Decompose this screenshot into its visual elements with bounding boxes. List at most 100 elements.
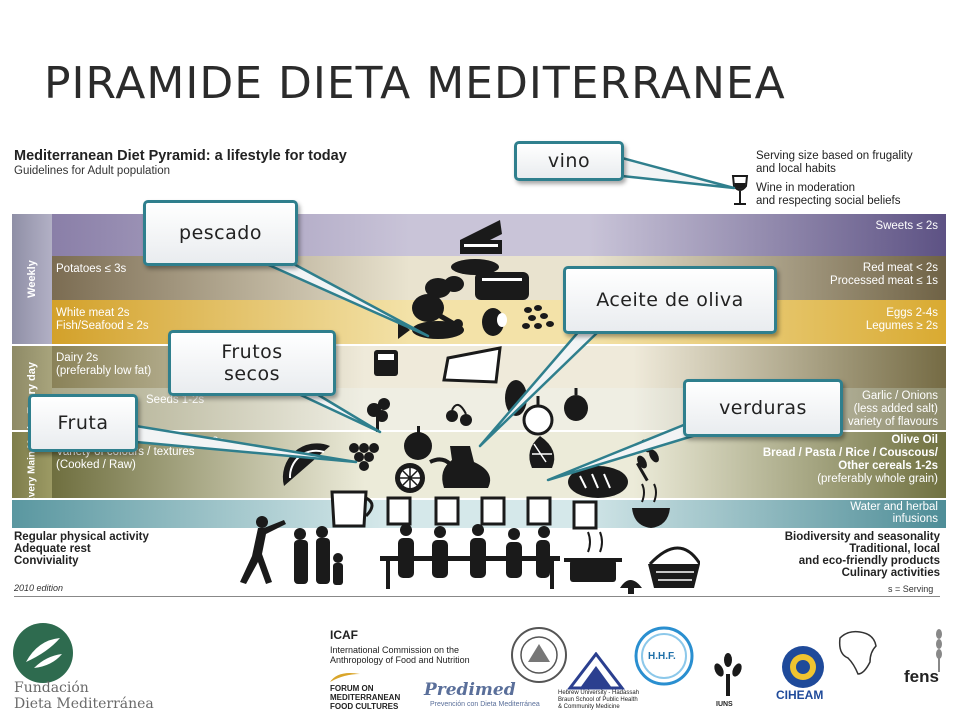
callout-aceite-text: Aceite de oliva (596, 289, 744, 311)
wine-note-line-2: and respecting social beliefs (756, 195, 901, 207)
lifestyle-illustration (240, 516, 700, 594)
africa-map-logo-icon (838, 630, 877, 675)
forum-line-3: FOOD CULTURES (330, 702, 399, 711)
callout-aceite-de-oliva: Aceite de oliva (563, 266, 777, 334)
frutos-pointer (288, 388, 382, 434)
garlic-label: Garlic / Onions (861, 390, 938, 402)
dairy-label: Dairy 2s (56, 352, 99, 364)
bread-label: Bread / Pasta / Rice / Couscous/ (762, 447, 938, 459)
band-water: Water and herbal infusions (12, 500, 946, 528)
cherries-icon (446, 403, 472, 426)
wine-note-line-1: Wine in moderation (756, 182, 856, 194)
forum-line-2: MEDITERRANEAN (330, 693, 401, 702)
vino-pointer (620, 156, 736, 190)
university-seal-icon (511, 627, 567, 683)
family-icon (294, 526, 343, 585)
hebrew-university-logo-icon (566, 652, 626, 690)
fish-label: Fish/Seafood ≥ 2s (56, 320, 149, 332)
callout-frutos-secos: Frutos secos (168, 330, 336, 396)
water-jug-icon (330, 490, 374, 528)
callout-verduras: verduras (683, 379, 843, 437)
icaf-line-2: Anthropology of Food and Nutrition (330, 655, 470, 665)
callout-verduras-text: verduras (719, 397, 807, 419)
lifestyle-left-item: Conviviality (14, 555, 79, 567)
poster-subtitle: Guidelines for Adult population (14, 165, 170, 177)
fundacion-name-2: Dieta Mediterránea (14, 696, 154, 712)
iuns-logo-text: IUNS (716, 701, 733, 708)
poster-title: Mediterranean Diet Pyramid: a lifestyle … (14, 148, 347, 164)
fundacion-name-1: Fundación (14, 680, 89, 696)
tea-cup-icon (632, 483, 670, 528)
callout-pescado: pescado (143, 200, 298, 266)
cake-icon (460, 220, 502, 254)
forum-line-1: FORUM ON (330, 684, 374, 693)
lifestyle-right-item: and eco-friendly products (798, 555, 940, 567)
lifestyle-right: Biodiversity and seasonality Traditional… (785, 531, 940, 579)
vegetables-cooked-label: (Cooked / Raw) (56, 459, 136, 471)
artichoke-icon (529, 436, 555, 468)
olive-oil-label: Olive Oil (891, 434, 938, 446)
serving-note-line-2: and local habits (756, 163, 836, 175)
yogurt-icon (374, 350, 398, 376)
callout-frutos-text-2: secos (223, 363, 281, 385)
grapes-icon (349, 443, 379, 471)
red-meat-label: Red meat < 2s (862, 262, 938, 274)
callout-fruta: Fruta (28, 394, 138, 452)
wine-glass-icon (731, 175, 749, 205)
callout-vino-text: vino (547, 150, 591, 172)
salt-note: (less added salt) (853, 403, 938, 415)
forum-logo-icon (330, 673, 360, 682)
garlic-icon (564, 388, 588, 421)
predimed-logo-text: Predimed (424, 680, 516, 700)
lifestyle-left: Regular physical activity Adequate rest … (14, 531, 149, 567)
processed-meat-label: Processed meat ≤ 1s (830, 275, 938, 287)
pyramid-food-illustration (282, 220, 670, 530)
cooking-pot-icon (564, 531, 622, 582)
icaf-line-1: International Commission on the (330, 645, 460, 655)
fruta-pointer (134, 424, 358, 464)
callout-fruta-text: Fruta (57, 412, 109, 434)
slide-title: PIRAMIDE DIETA MEDITERRANEA (44, 58, 786, 109)
herbs-icon (367, 398, 390, 432)
fundacion-logo-icon (13, 623, 73, 683)
callout-frutos-text-1: Frutos (221, 341, 283, 363)
hebrew-line-1: Hebrew University - Hadassah (558, 690, 640, 696)
serving-note-line-1: Serving size based on frugality (756, 150, 913, 162)
callout-pescado-text: pescado (179, 222, 262, 244)
aceite-pointer (478, 328, 602, 448)
legumes-icon (522, 305, 554, 329)
basket-icon (648, 546, 700, 588)
flavours-note: variety of flavours (847, 416, 938, 428)
whole-grain-note: (preferably whole grain) (817, 473, 938, 485)
legumes-label: Legumes ≥ 2s (865, 320, 938, 332)
dairy-note: (preferably low fat) (56, 365, 152, 377)
chicken-leg-icon (412, 294, 463, 329)
orange-icon (395, 463, 425, 493)
icaf-logo-text: ICAF (330, 628, 358, 642)
poster-serving-notes: Serving size based on frugality and loca… (756, 150, 913, 208)
white-meat-label: White meat 2s (56, 307, 130, 319)
lifestyle-right-item: Culinary activities (841, 567, 940, 579)
lifestyle-right-item: Traditional, local (849, 543, 940, 555)
infusions-label: infusions (892, 513, 938, 525)
hhf-logo-text: H.H.F. (648, 651, 676, 662)
serving-legend: s = Serving (888, 584, 934, 594)
lifestyle-left-item: Regular physical activity (14, 531, 149, 543)
sweets-label: Sweets ≤ 2s (875, 220, 938, 232)
apple-icon (404, 426, 432, 460)
iuns-wheat-logo-icon (714, 653, 742, 696)
cereals-label: Other cereals 1-2s (838, 460, 938, 472)
onion-icon (522, 396, 554, 436)
eggs-label: Eggs 2-4s (886, 307, 938, 319)
edition-label: 2010 edition (14, 583, 64, 593)
lifestyle-left-item: Adequate rest (14, 543, 91, 555)
lifestyle-right-item: Biodiversity and seasonality (784, 531, 940, 543)
dining-table-icon (380, 524, 560, 589)
potatoes-icon (425, 276, 464, 298)
water-glasses-icon (386, 496, 598, 530)
fens-wheat-icon (936, 629, 942, 672)
poster-header: Mediterranean Diet Pyramid: a lifestyle … (14, 148, 347, 177)
cheese-icon (442, 346, 502, 384)
steak-icon (475, 272, 529, 300)
hhf-logo-icon (634, 626, 694, 686)
